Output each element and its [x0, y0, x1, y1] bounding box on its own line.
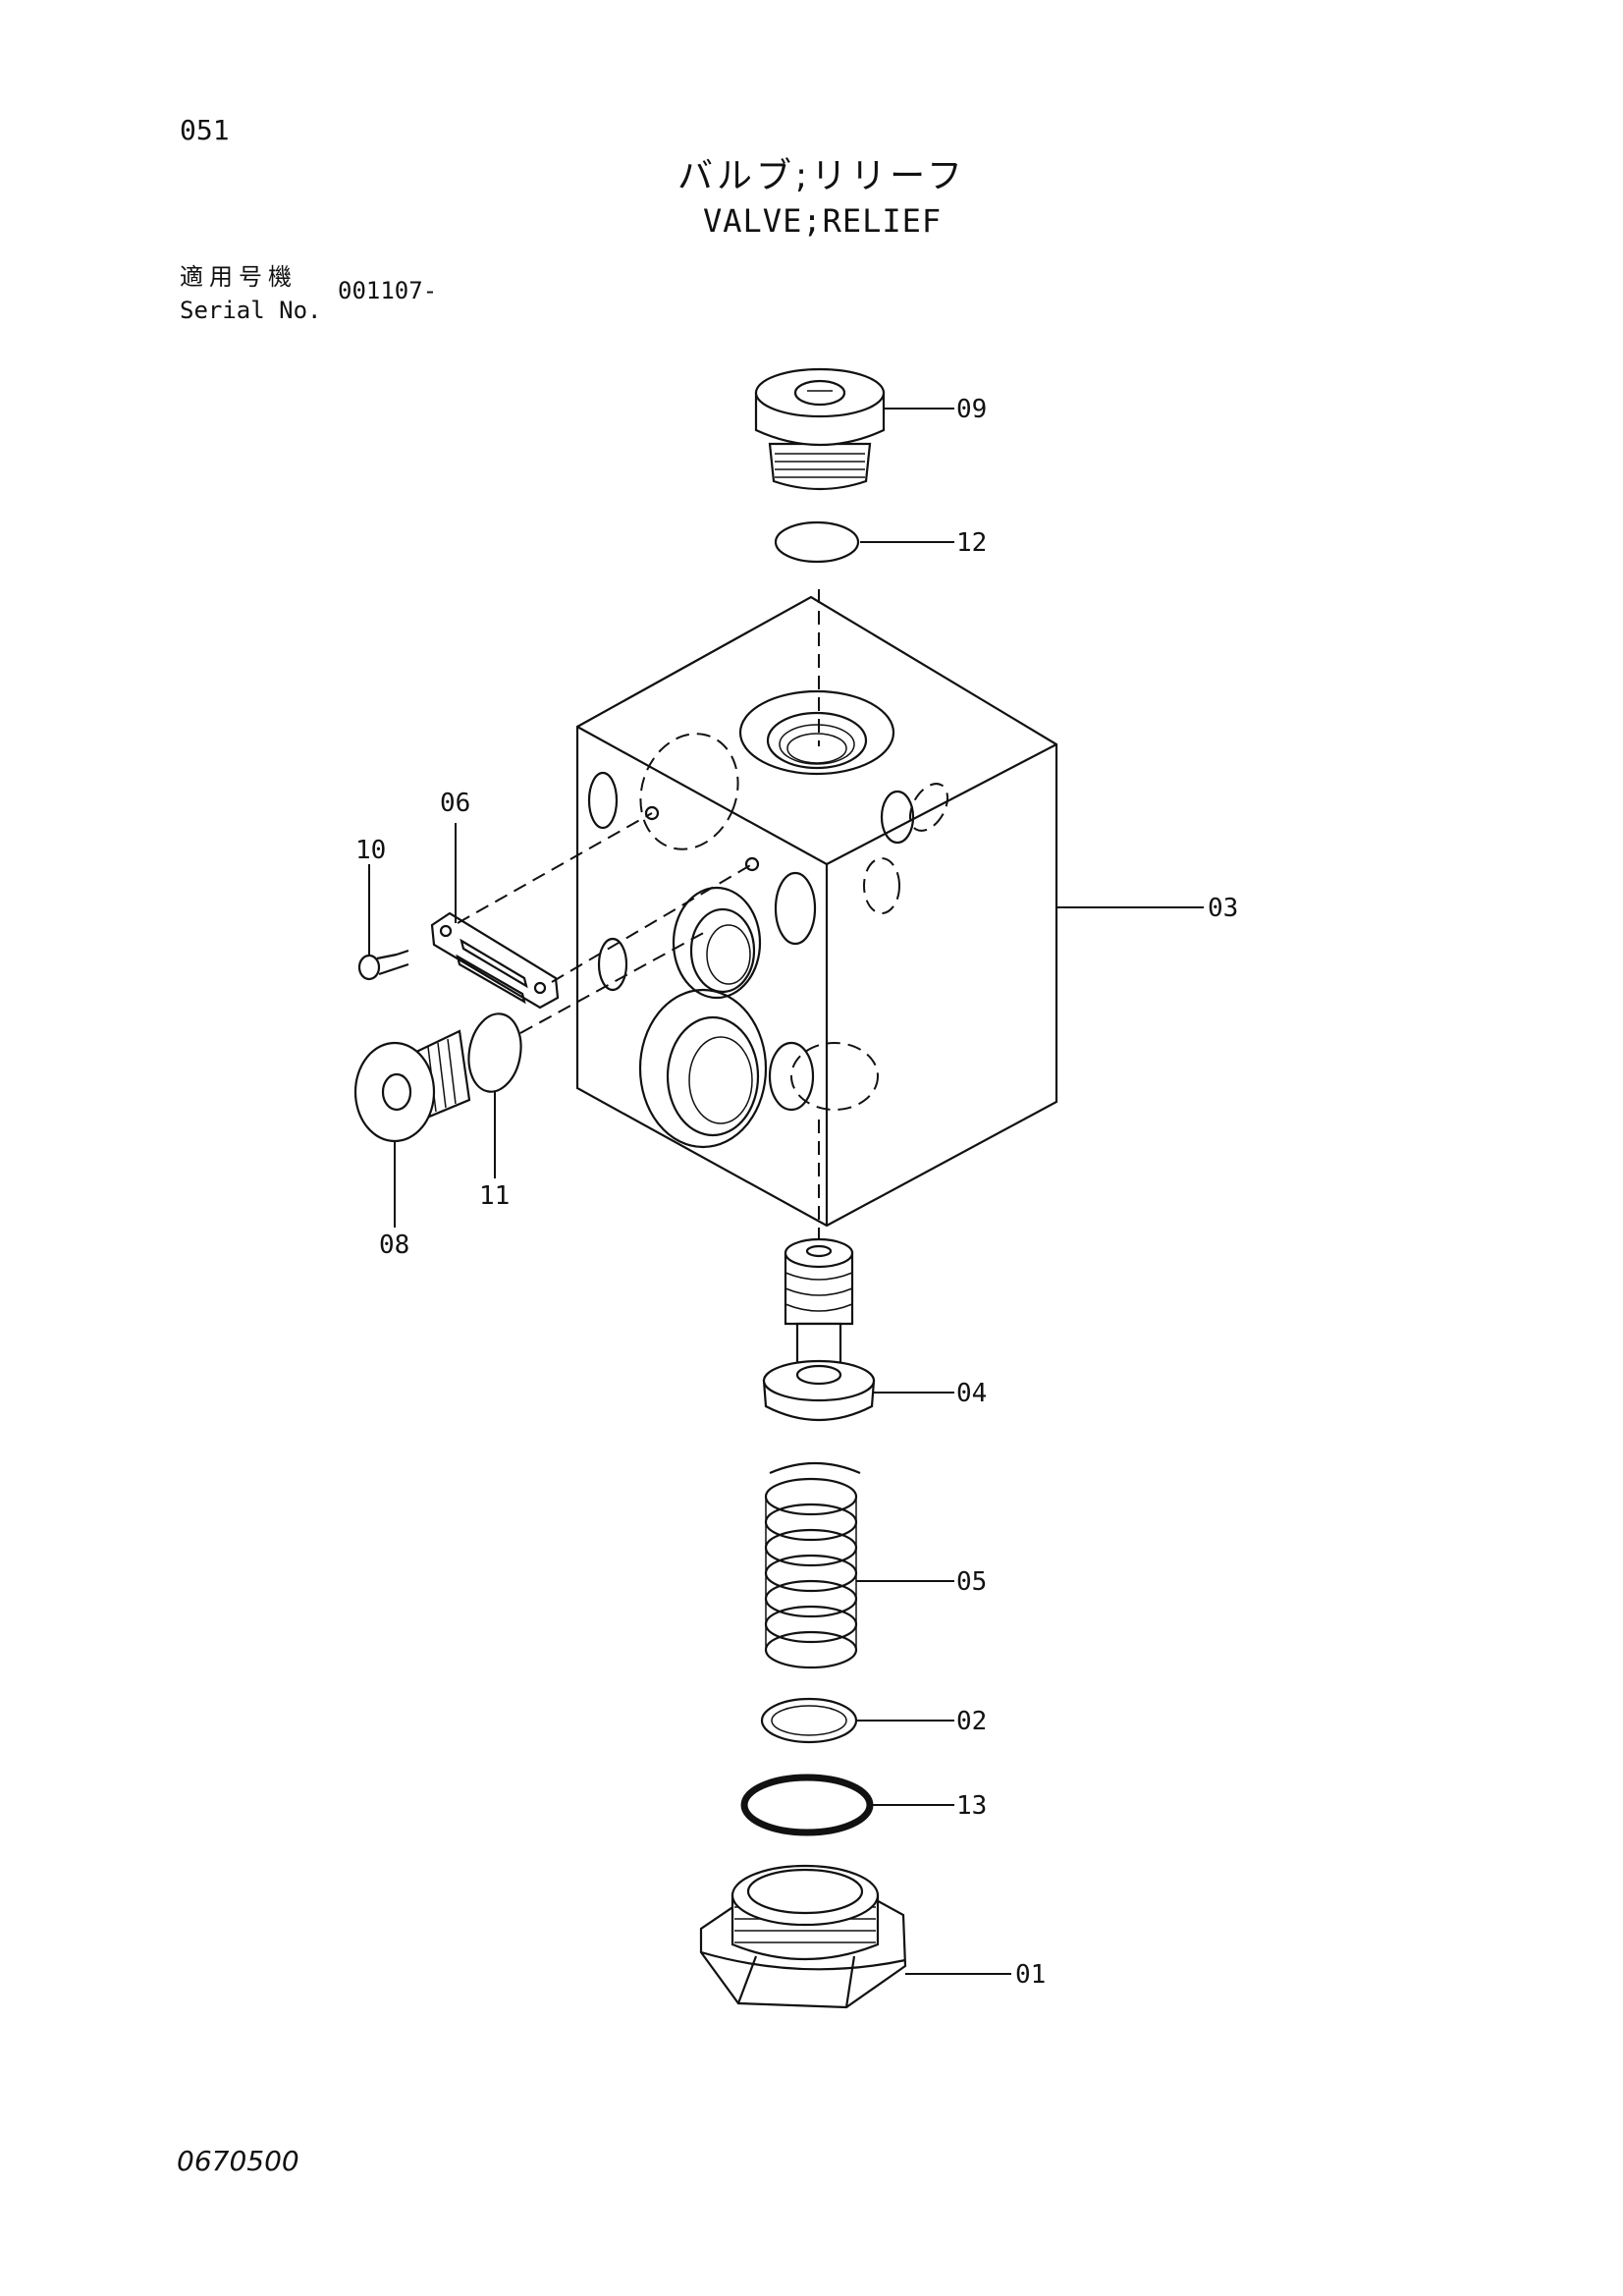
- callout-13: 13: [956, 1791, 987, 1821]
- figure-code: 0670500: [177, 2145, 299, 2177]
- callout-09: 09: [956, 395, 987, 424]
- serial-label-japanese: 適用号機: [180, 263, 298, 291]
- serial-label-english: Serial No.: [180, 297, 322, 324]
- part-03-valve-block: [575, 595, 1058, 1228]
- callout-labels: 09 12 03 06 10 11 08 04 05 02 13 01: [355, 395, 1238, 1990]
- leader-lines: [368, 408, 1204, 1975]
- callout-02: 02: [956, 1707, 987, 1736]
- page-title-english: VALVE;RELIEF: [703, 202, 943, 240]
- callout-01: 01: [1015, 1960, 1046, 1990]
- part-13-o-ring: [740, 1774, 874, 1836]
- callout-06: 06: [440, 789, 470, 818]
- callout-04: 04: [956, 1379, 987, 1408]
- part-10-screw: [357, 949, 409, 981]
- part-09-plug: [754, 367, 886, 491]
- part-08-plug: [353, 1029, 471, 1143]
- callout-05: 05: [956, 1567, 987, 1597]
- part-01-hex-plug: [699, 1864, 907, 2009]
- page-number: 051: [180, 114, 230, 146]
- serial-number-range: 001107-: [338, 277, 438, 304]
- part-04-poppet: [762, 1237, 876, 1421]
- part-02-backup-ring: [760, 1697, 858, 1744]
- part-11-o-ring: [467, 1012, 522, 1093]
- callout-10: 10: [355, 836, 386, 865]
- callout-08: 08: [379, 1230, 409, 1260]
- assembly-guide-lines: [457, 589, 820, 1239]
- part-05-spring: [764, 1461, 861, 1669]
- part-06-plate: [430, 911, 560, 1010]
- callout-11: 11: [479, 1181, 510, 1211]
- callout-03: 03: [1208, 894, 1238, 923]
- part-12-o-ring: [774, 520, 860, 564]
- page-title-japanese: バルブ;リリーフ: [677, 156, 966, 196]
- callout-12: 12: [956, 528, 987, 558]
